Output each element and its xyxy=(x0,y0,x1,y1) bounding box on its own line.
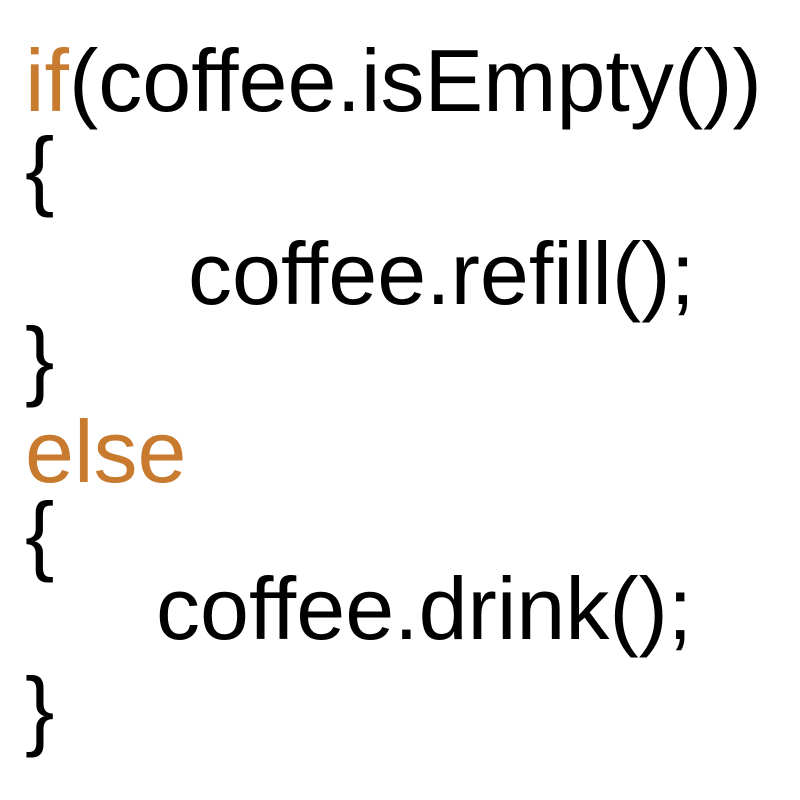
open-brace: { xyxy=(25,484,55,583)
open-brace: { xyxy=(25,119,55,218)
code-line-if: if(coffee.isEmpty()) xyxy=(25,37,762,125)
close-brace: } xyxy=(25,309,55,408)
keyword-else: else xyxy=(25,402,187,501)
close-brace: } xyxy=(25,659,55,758)
code-line-refill: coffee.refill(); xyxy=(188,224,695,323)
code-line-drink: coffee.drink(); xyxy=(156,559,693,658)
keyword-if: if xyxy=(25,31,69,130)
if-condition: (coffee.isEmpty()) xyxy=(69,31,762,130)
